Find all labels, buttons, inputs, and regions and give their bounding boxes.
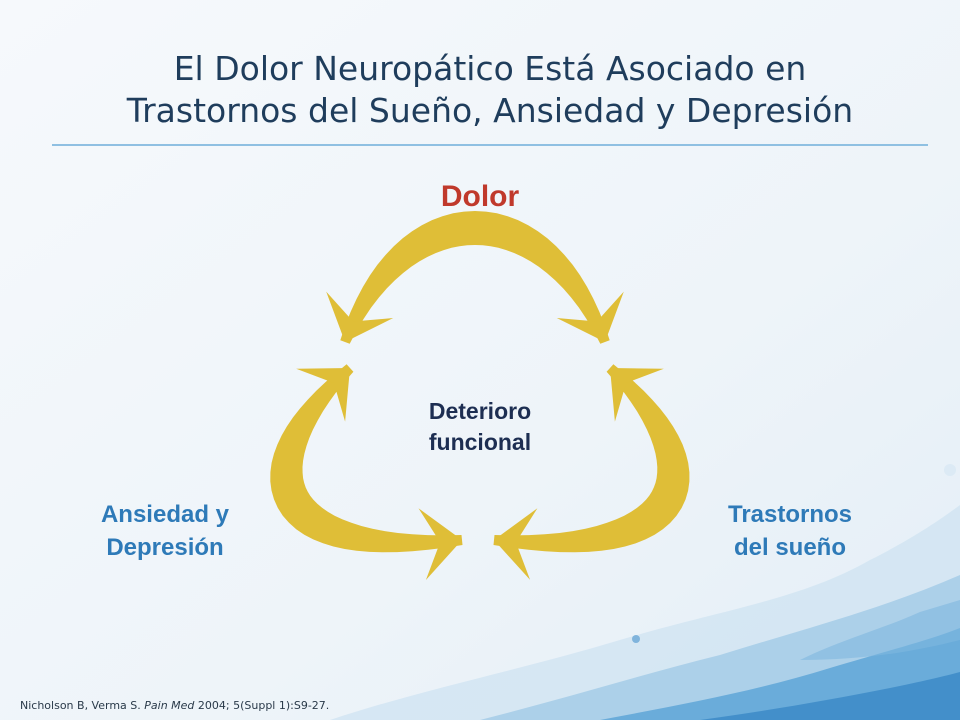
arrow-left-head-end bbox=[418, 508, 462, 580]
center-line-2: funcional bbox=[428, 429, 532, 455]
arrow-left-head-start bbox=[296, 368, 350, 422]
left-line-1: Ansiedad y bbox=[100, 501, 230, 528]
node-dolor: Dolor bbox=[440, 180, 520, 213]
citation: Nicholson B, Verma S. Pain Med 2004; 5(S… bbox=[20, 699, 329, 712]
right-line-1: Trastornos bbox=[727, 501, 853, 528]
citation-journal: Pain Med bbox=[144, 699, 195, 712]
node-trastornos-sueno: Trastornos del sueño bbox=[690, 498, 890, 564]
arrow-right-head-start bbox=[610, 368, 664, 422]
arrow-right-body bbox=[493, 364, 690, 553]
arrow-left-body bbox=[270, 364, 463, 553]
cycle-arrows bbox=[270, 211, 690, 580]
title-divider bbox=[52, 144, 928, 146]
title-line-2: Trastornos del Sueño, Ansiedad y Depresi… bbox=[126, 91, 854, 130]
citation-details: 2004; 5(Suppl 1):S9-27. bbox=[197, 699, 330, 712]
arrow-top-body bbox=[340, 211, 610, 344]
title-line-1: El Dolor Neuropático Está Asociado en bbox=[173, 49, 807, 88]
arrow-top-head-start bbox=[326, 291, 394, 342]
left-line-2: Depresión bbox=[106, 534, 224, 561]
node-deterioro-funcional: Deterioro funcional bbox=[380, 396, 580, 458]
node-ansiedad-depresion: Ansiedad y Depresión bbox=[60, 498, 270, 564]
arrow-top-head-end bbox=[556, 291, 624, 342]
citation-authors: Nicholson B, Verma S. bbox=[20, 699, 141, 712]
slide-title: El Dolor Neuropático Está Asociado en Tr… bbox=[60, 48, 920, 132]
center-line-1: Deterioro bbox=[428, 398, 532, 424]
right-line-2: del sueño bbox=[733, 534, 847, 561]
arrow-right-head-end bbox=[494, 508, 538, 580]
